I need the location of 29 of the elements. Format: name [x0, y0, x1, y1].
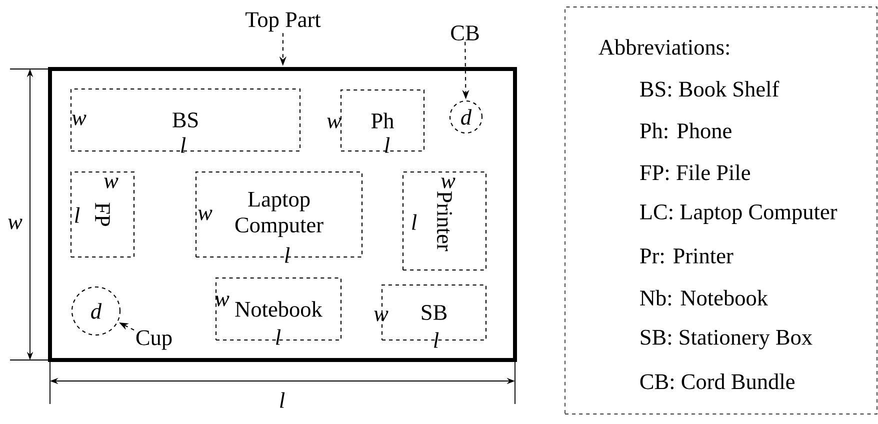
dimension-label: w: [8, 218, 22, 230]
dimension-label: l: [75, 207, 80, 223]
callout-text: Cup: [136, 330, 172, 350]
dimension-label: l: [385, 137, 390, 153]
dimension-label: l: [434, 332, 439, 348]
heading: Abbreviations:: [598, 39, 729, 55]
dimension-label: l: [285, 247, 290, 263]
dimension-label: l: [412, 214, 417, 230]
dimension-label: w: [327, 118, 342, 128]
abbreviation-entry: LC: Laptop Computer: [640, 204, 838, 224]
dimension-label: w: [215, 296, 230, 306]
dimension-label: l: [181, 137, 186, 153]
dimension-label: w: [374, 310, 388, 322]
abbreviation-entry: Pr: Printer: [640, 248, 734, 264]
dimension-label: w: [198, 210, 212, 220]
dimension-label: l: [276, 329, 281, 345]
abbreviation-entry: SB: Stationery Box: [640, 330, 812, 350]
dimension-label: w: [72, 114, 86, 126]
abbreviation-entry: BS: Book Shelf: [640, 80, 780, 97]
abbreviation-entry: Ph: Phone: [640, 122, 732, 138]
abbreviation-entry: Nb: Notebook: [640, 290, 768, 306]
abbreviation-entry: FP: File Pile: [640, 164, 750, 180]
dimension-label: w: [441, 178, 456, 188]
callout-text: CB: [451, 26, 479, 40]
abbreviation-entry: CB: Cord Bundle: [640, 374, 794, 390]
table-top: [48, 67, 517, 362]
dimension-label: l: [280, 392, 285, 408]
dimension-label: w: [104, 178, 118, 188]
callout-text: Top Part: [246, 12, 321, 32]
